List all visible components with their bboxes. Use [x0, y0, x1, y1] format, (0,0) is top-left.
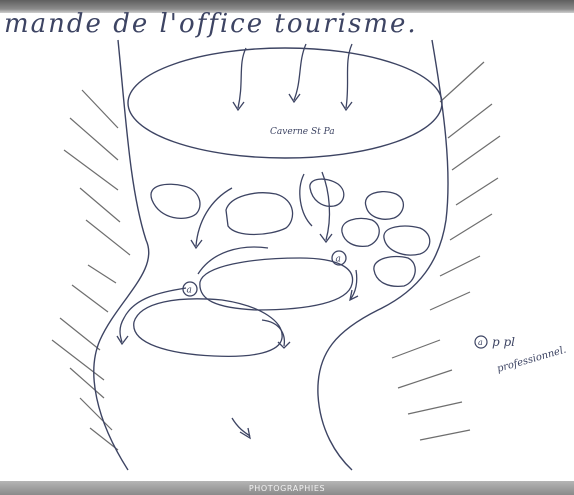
right-hatching [392, 62, 500, 440]
svg-text:a: a [336, 255, 341, 265]
upper-chamber [128, 48, 442, 158]
legend-line-2: professionnel. [496, 345, 568, 375]
lower-chambers [134, 258, 353, 356]
legend-annotation: a p pl professionnel. [475, 335, 568, 375]
sketch-canvas: mande de l'office tourisme. Caverne [0, 0, 574, 481]
header-handwriting: mande de l'office tourisme. [4, 9, 418, 39]
cavity-outline [94, 40, 448, 470]
svg-text:a: a [478, 338, 483, 347]
chamber-label: Caverne St Pa [270, 127, 335, 137]
left-hatching [52, 90, 130, 450]
legend-line-1: p pl [492, 335, 515, 349]
inflow-arrows [233, 44, 352, 110]
bottom-scan-bar: PHOTOGRAPHIES [0, 481, 574, 495]
marker-circle-left: a [183, 282, 197, 296]
middle-nodules [151, 179, 430, 286]
footer-label: PHOTOGRAPHIES [249, 484, 325, 493]
marker-circle-right: a [332, 251, 346, 265]
svg-text:a: a [187, 286, 192, 296]
